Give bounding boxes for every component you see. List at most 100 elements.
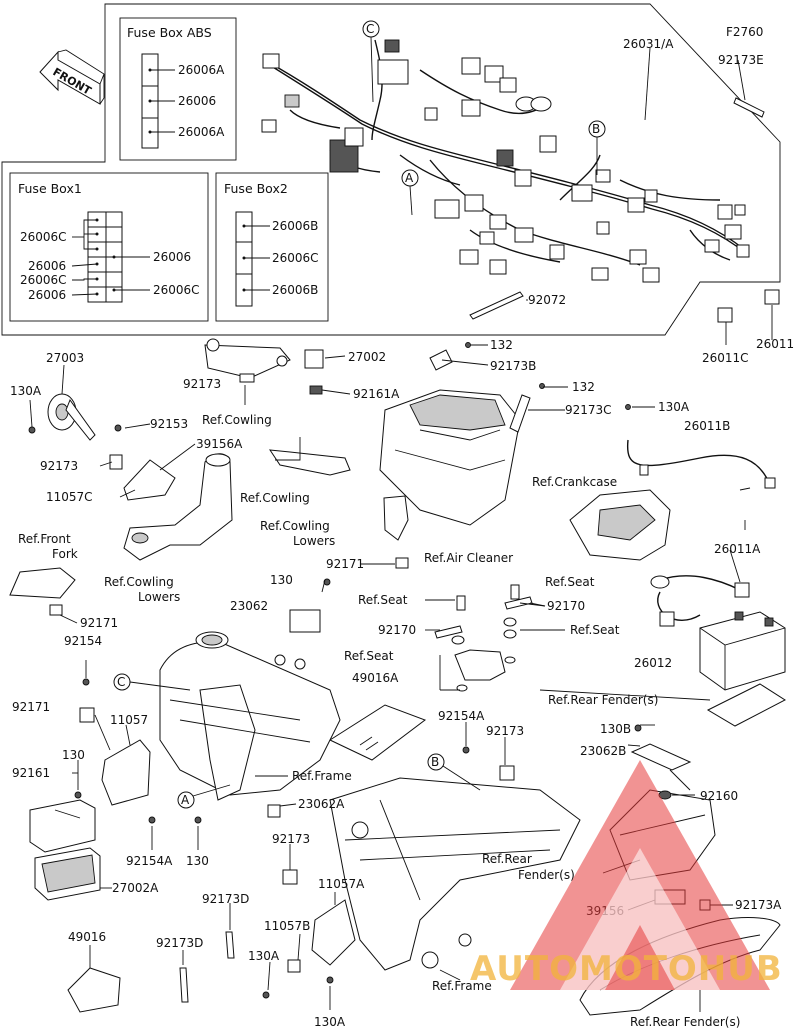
label-130-1: 130 [270, 573, 293, 587]
label-92153: 92153 [150, 417, 188, 431]
label-92170-1: 92170 [547, 599, 585, 613]
ref-cowling-lowers-2b: Lowers [138, 590, 180, 604]
svg-text:B: B [592, 122, 600, 136]
label-130-3: 130 [186, 854, 209, 868]
bolt-130a-left [28, 399, 36, 434]
label-92161: 92161 [12, 766, 50, 780]
ref-cowling-lowers-1b: Lowers [293, 534, 335, 548]
label-26011: 26011 [756, 337, 794, 351]
watermark-text: AUTOMOTOHUB [470, 949, 783, 989]
fuse-abs-part-3: 26006A [178, 125, 225, 139]
label-130a-1: 130A [10, 384, 42, 398]
label-132-1: 132 [490, 338, 513, 352]
front-fork-bracket [109, 424, 233, 561]
fuse-box-abs: Fuse Box ABS 26006A 26006 26006A [119, 17, 237, 161]
label-92171-3: 92171 [12, 700, 50, 714]
front-frame [159, 578, 341, 801]
fuse1-part-left-4: 26006 [28, 288, 66, 302]
ref-crankcase: Ref.Crankcase [532, 475, 617, 489]
label-92154: 92154 [64, 634, 102, 648]
fuse-box-1-title: Fuse Box1 [18, 181, 82, 196]
label-92173b: 92173B [490, 359, 536, 373]
label-26011c: 26011C [702, 351, 749, 365]
label-92160: 92160 [700, 789, 738, 803]
mat-49016a [328, 704, 427, 761]
label-132-2: 132 [572, 380, 595, 394]
fuse-box-2: Fuse Box2 26006B 26006C 26006B [215, 172, 329, 322]
callout-b-lower: B [427, 753, 481, 791]
ecu-units [29, 799, 101, 901]
label-92161a: 92161A [353, 387, 400, 401]
label-92173d-1: 92173D [202, 892, 249, 906]
label-49016a: 49016A [352, 671, 399, 685]
svg-text:C: C [366, 22, 374, 36]
fuse1-part-left-1: 26006C [20, 230, 67, 244]
diagram-code: F2760 [726, 25, 763, 39]
fuse2-part-3: 26006B [272, 283, 318, 297]
callout-a-top: A [401, 169, 419, 216]
label-39156a: 39156A [196, 437, 243, 451]
ref-rear-fender-3: Ref.Rear Fender(s) [630, 1015, 740, 1029]
label-92154a-2: 92154A [126, 854, 173, 868]
ref-seat-3: Ref.Seat [570, 623, 620, 637]
label-92173c: 92173C [565, 403, 612, 417]
label-27003: 27003 [46, 351, 84, 365]
ref-front-fork-1b: Fork [52, 547, 78, 561]
ref-cowling-2: Ref.Cowling [240, 491, 310, 505]
ref-seat-2: Ref.Seat [358, 593, 408, 607]
rear-frame [148, 746, 581, 999]
ref-front-fork-1: Ref.Front [18, 532, 71, 546]
ref-frame-2: Ref.Frame [432, 979, 492, 993]
label-23062: 23062 [230, 599, 268, 613]
label-49016: 49016 [68, 930, 106, 944]
label-92173d-2: 92173D [156, 936, 203, 950]
label-92173-2: 92173 [40, 459, 78, 473]
svg-text:A: A [181, 793, 190, 807]
label-23062a: 23062A [298, 797, 345, 811]
cowling-lower-bracket-left [9, 567, 76, 616]
cowling-brackets-top [204, 338, 351, 476]
label-26012: 26012 [634, 656, 672, 670]
label-130-2: 130 [62, 748, 85, 762]
label-130a-3: 130A [248, 949, 280, 963]
bracket-11057 [74, 678, 151, 806]
battery [650, 575, 786, 727]
fuse1-part-right-1: 26006 [153, 250, 191, 264]
fuse2-part-2: 26006C [272, 251, 319, 265]
ref-seat-4: Ref.Seat [344, 649, 394, 663]
part-number-labels: 26031/A 92173E 92072 26011 26011C 27003 … [10, 37, 794, 1029]
ref-cowling-1: Ref.Cowling [202, 413, 272, 427]
fuse1-part-left-3: 26006C [20, 273, 67, 287]
label-11057c: 11057C [46, 490, 93, 504]
label-11057b: 11057B [264, 919, 310, 933]
ref-rear-fender-2a: Ref.Rear [482, 852, 532, 866]
label-23062b: 23062B [580, 744, 626, 758]
label-130a-2: 130A [658, 400, 690, 414]
main-wiring-harness [261, 39, 780, 323]
seat-hardware [434, 584, 533, 692]
label-92173-4: 92173 [272, 832, 310, 846]
reference-labels: Ref.Cowling Ref.Cowling Ref.Cowling Lowe… [18, 413, 740, 1029]
label-92173-3: 92173 [486, 724, 524, 738]
callout-a-lower: A [177, 784, 231, 809]
label-92173-1: 92173 [183, 377, 221, 391]
svg-text:B: B [431, 755, 439, 769]
fuse-box-1: Fuse Box1 26006C 26006 26006C 26006 2600… [9, 172, 209, 322]
watermark: AUTOMOTOHUB [470, 760, 783, 990]
label-26011a: 26011A [714, 542, 761, 556]
svg-text:C: C [117, 675, 125, 689]
label-130b: 130B [600, 722, 631, 736]
label-27002a: 27002A [112, 881, 159, 895]
ref-air-cleaner: Ref.Air Cleaner [424, 551, 513, 565]
label-27002: 27002 [348, 350, 386, 364]
label-11057: 11057 [110, 713, 148, 727]
fuse-box-abs-title: Fuse Box ABS [127, 25, 212, 40]
ref-cowling-lowers-2: Ref.Cowling [104, 575, 174, 589]
fuse-box-2-title: Fuse Box2 [224, 181, 288, 196]
svg-text:A: A [405, 171, 414, 185]
fuse-abs-part-1: 26006A [178, 63, 225, 77]
label-26011b: 26011B [684, 419, 730, 433]
label-92173e: 92173E [718, 53, 764, 67]
label-92171-2: 92171 [80, 616, 118, 630]
